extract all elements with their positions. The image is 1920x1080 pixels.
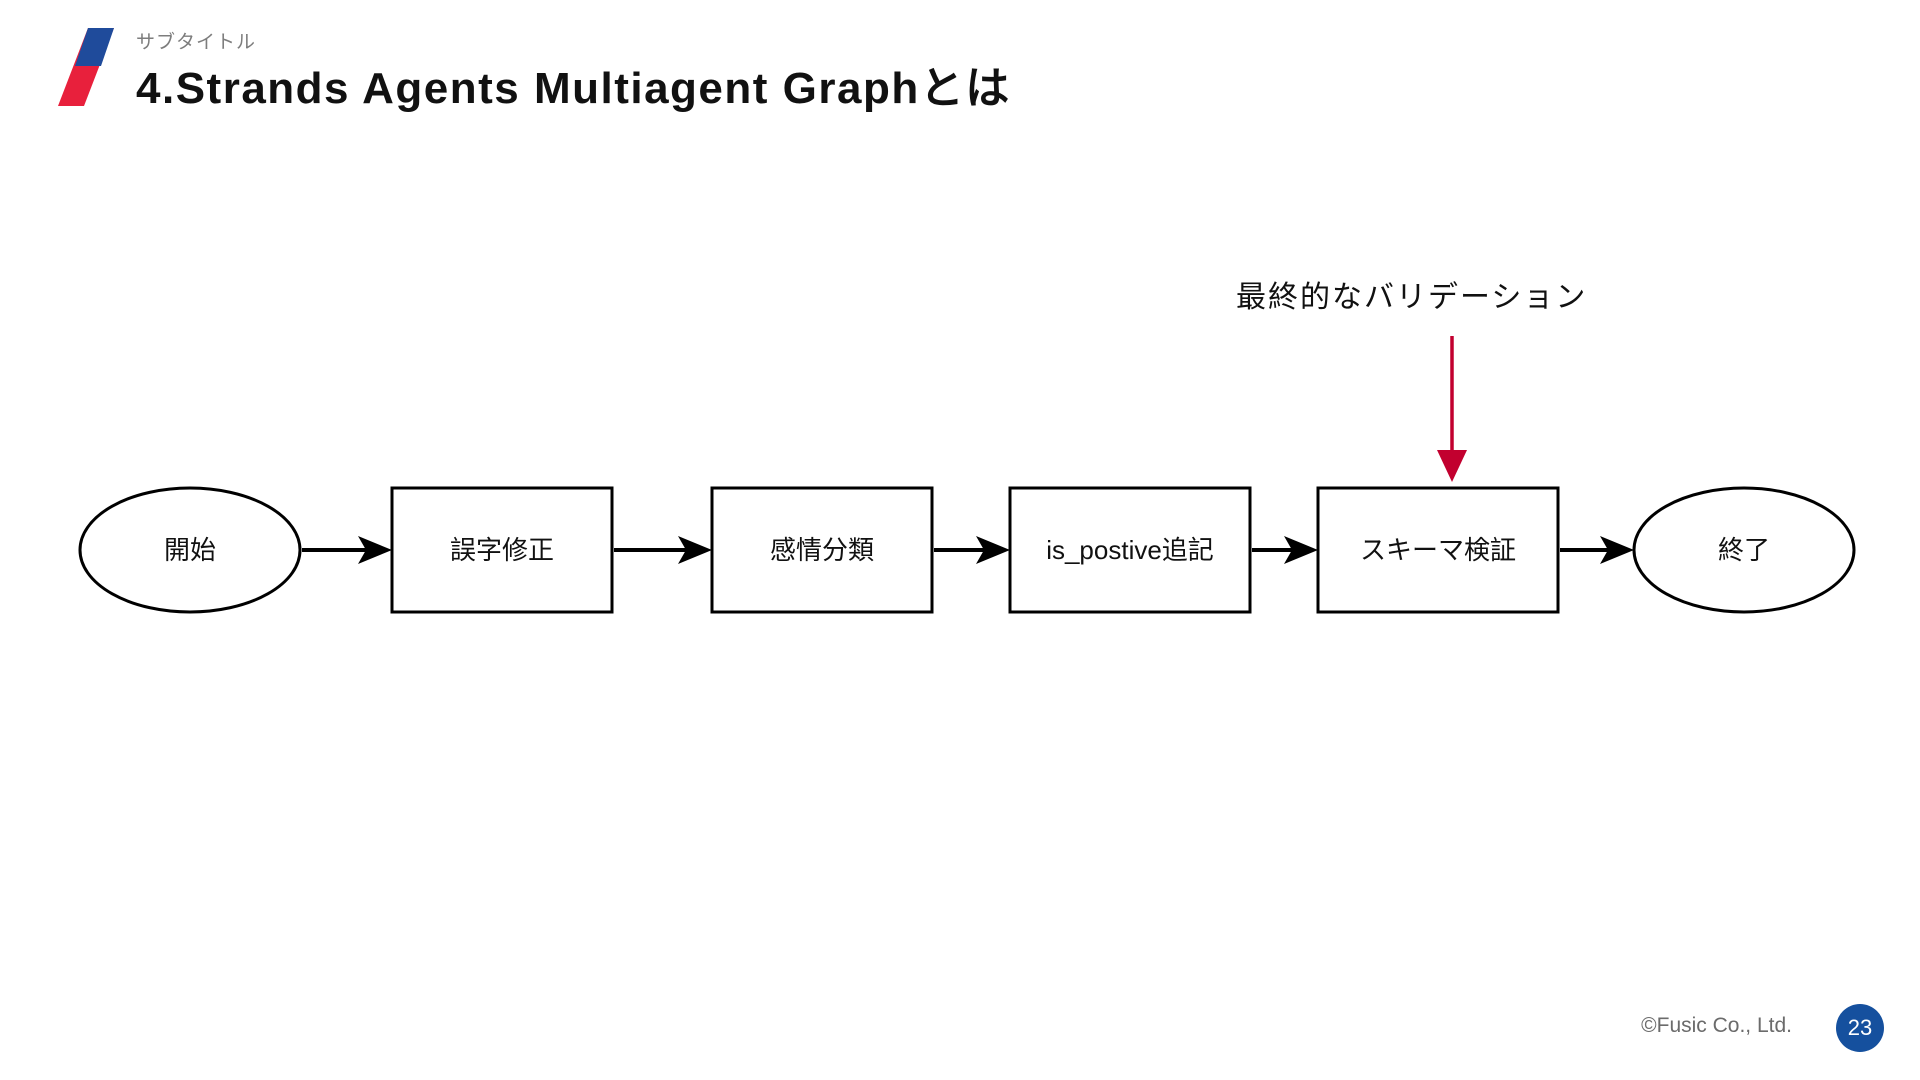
flowchart-diagram: 最終的なバリデーション 開始 誤字修正 xyxy=(0,150,1920,950)
edge-schema-to-end xyxy=(1560,536,1634,564)
edge-ispos-to-schema xyxy=(1252,536,1318,564)
flow-node-sentiment-classification[interactable]: 感情分類 xyxy=(710,486,934,614)
slide-footer: ©Fusic Co., Ltd. 23 xyxy=(0,970,1920,1080)
flow-node-label: スキーマ検証 xyxy=(1360,535,1516,565)
flow-node-typo-correction[interactable]: 誤字修正 xyxy=(390,486,614,614)
page-title: 4.Strands Agents Multiagent Graphとは xyxy=(136,64,1011,113)
page-number-badge: 23 xyxy=(1836,1004,1884,1052)
copyright-label: ©Fusic Co., Ltd. xyxy=(1641,1014,1792,1037)
flow-node-start[interactable]: 開始 xyxy=(78,486,302,614)
flowchart-canvas: 開始 誤字修正 感情分類 is_postive追記 スキーマ検証 終了 xyxy=(78,336,1856,614)
flow-node-label: 開始 xyxy=(164,535,216,565)
annotation-label: 最終的なバリデーション xyxy=(1236,281,1588,314)
flow-node-is-postive-append[interactable]: is_postive追記 xyxy=(1008,486,1252,614)
flow-node-schema-validation[interactable]: スキーマ検証 xyxy=(1316,486,1560,614)
edge-senti-to-ispos xyxy=(934,536,1010,564)
flow-node-label: 誤字修正 xyxy=(450,535,554,565)
fusic-slash-logo-icon xyxy=(58,28,114,106)
flow-node-end[interactable]: 終了 xyxy=(1632,486,1856,614)
edge-typo-to-senti xyxy=(614,536,712,564)
slide-header: サブタイトル 4.Strands Agents Multiagent Graph… xyxy=(0,0,1920,140)
annotation-arrow-icon xyxy=(1437,336,1467,482)
flow-node-label: 感情分類 xyxy=(770,535,874,565)
edge-start-to-typo xyxy=(302,536,392,564)
flow-node-label: 終了 xyxy=(1718,535,1770,565)
flow-node-label: is_postive追記 xyxy=(1046,535,1214,565)
slide-subtitle: サブタイトル xyxy=(136,32,257,53)
